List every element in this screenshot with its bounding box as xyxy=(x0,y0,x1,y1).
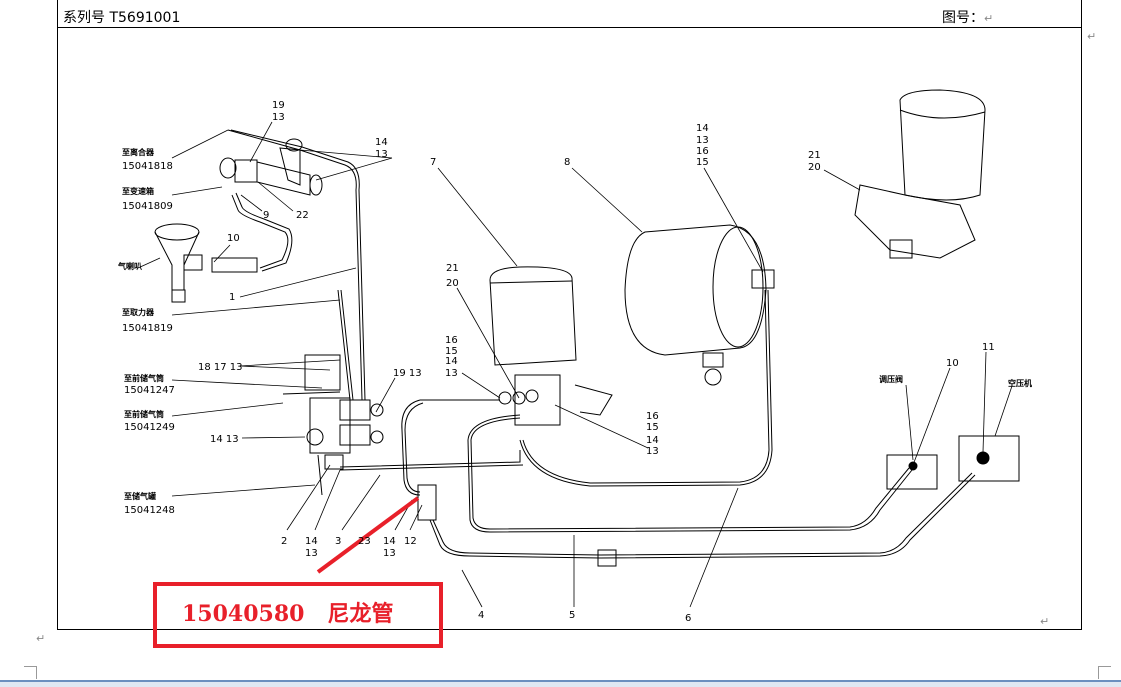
air-dryer xyxy=(489,266,613,426)
callout: 14 13 xyxy=(210,434,239,445)
callout: 8 xyxy=(564,157,570,168)
callout: 14 xyxy=(696,123,709,134)
fitting-12 xyxy=(417,484,437,521)
callout: 15 xyxy=(696,157,709,168)
callout-to-front-tank: 至前储气筒 xyxy=(124,373,164,383)
callout: 20 xyxy=(808,162,821,173)
callout: 10 xyxy=(946,358,959,369)
part-number: 15041249 xyxy=(124,422,175,433)
callout: 14 xyxy=(305,536,318,547)
part-number: 15041247 xyxy=(124,385,175,396)
paragraph-mark: ↵ xyxy=(36,632,46,645)
callout: 20 xyxy=(446,278,459,289)
callout: 13 xyxy=(305,548,318,559)
callout-to-tank: 至前储气筒 xyxy=(124,409,164,419)
callout: 14 xyxy=(445,356,458,367)
callout-labels: 19 13 14 13 至离合器 15041818 至变速箱 15041809 … xyxy=(117,100,1032,624)
annotation-box xyxy=(153,582,443,648)
callout: 13 xyxy=(272,112,285,123)
header-divider xyxy=(57,27,1082,28)
annotation-text: 15040580 尼龙管 xyxy=(182,601,394,627)
callout: 4 xyxy=(478,610,484,621)
callout: 6 xyxy=(685,613,691,624)
callout: 13 xyxy=(646,446,659,457)
callout: 16 xyxy=(646,411,659,422)
compressor-fitting xyxy=(976,451,990,465)
callout: 2 xyxy=(281,536,287,547)
callout: 10 xyxy=(227,233,240,244)
paragraph-mark: ↵ xyxy=(1087,30,1097,43)
pipe-lines xyxy=(227,129,976,559)
air-reservoir xyxy=(624,224,775,386)
air-horn xyxy=(154,223,258,303)
part-number: 15041819 xyxy=(122,323,173,334)
part-number: 15041818 xyxy=(122,161,173,172)
regulator-box xyxy=(886,454,938,490)
four-circuit-valve xyxy=(282,354,384,496)
callout: 21 xyxy=(808,150,821,161)
callout: 1 xyxy=(229,292,235,303)
callout: 13 xyxy=(696,135,709,146)
series-number: 系列号 T5691001 xyxy=(63,10,181,26)
callout-regulator: 调压阀 xyxy=(879,374,903,384)
pipe-connector xyxy=(597,549,617,567)
callout: 7 xyxy=(430,157,436,168)
callout: 19 xyxy=(272,100,285,111)
status-bar xyxy=(0,680,1121,687)
callout: 15 xyxy=(445,346,458,357)
annotation-arrow xyxy=(316,496,420,574)
regulator-fitting xyxy=(908,461,918,471)
callout: 14 xyxy=(383,536,396,547)
margin-corner xyxy=(24,666,37,679)
callout-to-air-tank: 至储气罐 xyxy=(124,491,156,501)
callout: 15 xyxy=(646,422,659,433)
callout: 14 xyxy=(646,435,659,446)
callout: 12 xyxy=(404,536,417,547)
callout-to-gearbox: 至变速箱 xyxy=(122,186,154,196)
callout: 13 xyxy=(445,368,458,379)
callout-compressor: 空压机 xyxy=(1008,378,1032,388)
callout: 14 xyxy=(375,137,388,148)
callout: 16 xyxy=(696,146,709,157)
callout: 9 xyxy=(263,210,269,221)
callout-air-horn: 气喇叭 xyxy=(117,261,142,271)
drawing-frame xyxy=(57,0,1082,630)
callout: 3 xyxy=(335,536,341,547)
callout: 19 13 xyxy=(393,368,422,379)
part-number: 15041248 xyxy=(124,505,175,516)
double-valve xyxy=(219,138,323,196)
compressor-box xyxy=(958,435,1020,482)
callout: 22 xyxy=(296,210,309,221)
part-number: 15041809 xyxy=(122,201,173,212)
callout-to-clutch: 至离合器 xyxy=(122,147,155,157)
callout: 16 xyxy=(445,335,458,346)
drawing-number-label: 图号：↵ xyxy=(942,10,994,26)
callout: 23 xyxy=(358,536,371,547)
callout: 13 xyxy=(383,548,396,559)
callout: 5 xyxy=(569,610,575,621)
margin-corner xyxy=(1098,666,1111,679)
callout: 13 xyxy=(375,149,388,160)
air-dryer-right xyxy=(854,89,986,259)
callout: 18 17 13 xyxy=(198,362,243,373)
leader-lines xyxy=(137,121,1013,608)
callout: 11 xyxy=(982,342,995,353)
paragraph-mark: ↵ xyxy=(1040,615,1050,628)
callout-to-pto: 至取力器 xyxy=(122,307,155,317)
callout: 21 xyxy=(446,263,459,274)
